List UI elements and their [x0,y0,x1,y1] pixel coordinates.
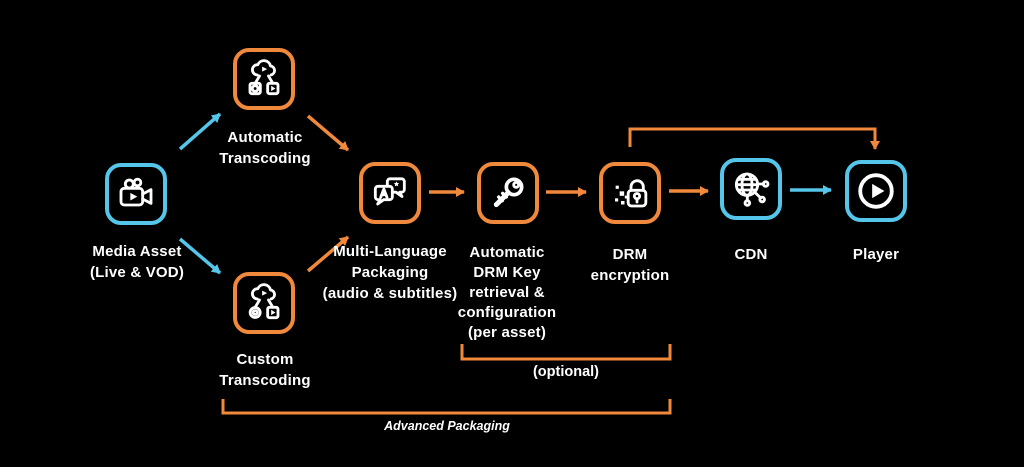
custom-transcoding-label: Custom Transcoding [185,349,345,391]
packaging-label-line2: Packaging [351,264,429,281]
drm-encryption-label-line2: encryption [590,267,670,284]
arrow-media-to-automatic-transcoding [178,112,222,151]
drm-key-label-line1: Automatic [469,244,545,261]
cdn-label-line1: CDN [734,246,768,263]
node-media-asset [105,163,167,225]
padlock-encryption-icon [615,179,648,208]
automatic-transcoding-label-line1: Automatic [227,129,303,146]
node-cdn [720,158,782,220]
key-icon [493,177,524,208]
cloud-transcoding-icon [248,283,280,320]
player-label-line1: Player [852,246,900,263]
packaging-label-line1: Multi-Language [333,243,447,260]
drm-key-label-line3: retrieval & [469,284,545,301]
play-button-icon [858,173,894,209]
node-custom-transcoding [233,272,295,334]
media-asset-label: Media Asset (Live & VOD) [57,241,217,283]
cloud-transcoding-icon [248,59,280,96]
arrow-automatic-transcoding-to-packaging [306,114,350,152]
custom-transcoding-label-line1: Custom [236,351,294,368]
advanced-packaging-annotation: Advanced Packaging [384,419,510,433]
node-automatic-transcoding [233,48,295,110]
translate-speech-bubbles-icon [373,177,406,206]
drm-key-label: Automatic DRM Key retrieval & configurat… [427,243,587,343]
arrow-media-to-custom-transcoding [178,237,222,275]
drm-encryption-label: DRM encryption [550,244,710,286]
media-asset-label-line2: (Live & VOD) [89,264,185,281]
custom-transcoding-label-line2: Transcoding [219,372,311,389]
video-camera-icon [119,177,153,207]
advanced-packaging-bracket [221,399,672,415]
node-drm-key [477,162,539,224]
automatic-transcoding-label-line2: Transcoding [219,150,311,167]
drm-key-label-line5: (per asset) [467,324,547,341]
arrow-encryption-bypass-to-player [628,127,880,150]
arrow-custom-transcoding-to-packaging [306,235,350,273]
node-multi-language-packaging [359,162,421,224]
globe-network-icon [734,172,770,207]
node-drm-encryption [599,162,661,224]
multi-language-packaging-label: Multi-Language Packaging (audio & subtit… [300,241,480,304]
media-asset-label-line1: Media Asset [92,243,182,260]
automatic-transcoding-label: Automatic Transcoding [185,127,345,169]
drm-encryption-label-line1: DRM [612,246,648,263]
drm-key-label-line4: configuration [457,304,557,321]
optional-bracket [460,344,672,361]
cdn-label: CDN [671,244,831,265]
node-player [845,160,907,222]
player-label: Player [796,244,956,265]
optional-annotation: (optional) [532,364,600,380]
packaging-label-line3: (audio & subtitles) [322,285,458,302]
drm-key-label-line2: DRM Key [473,264,541,281]
